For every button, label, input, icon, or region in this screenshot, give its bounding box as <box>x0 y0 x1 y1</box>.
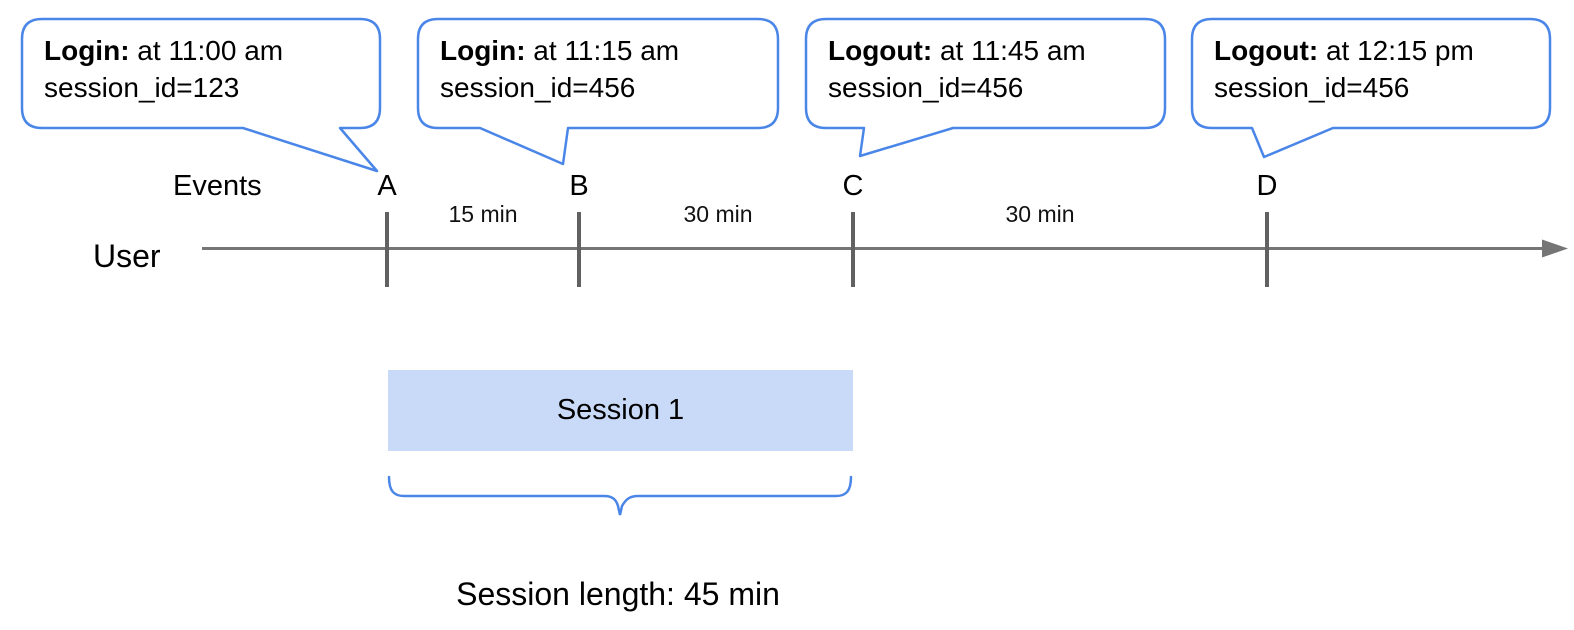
callout-b-event-type: Login: <box>440 35 526 66</box>
event-marker-b: B <box>569 170 589 202</box>
session-length-caption: Session length: 45 min <box>456 576 780 612</box>
callout-d-text: Logout: at 12:15 pm session_id=456 <box>1214 32 1474 106</box>
session-1-label: Session 1 <box>556 394 685 426</box>
callout-bubble-d-shape <box>1190 17 1552 159</box>
callout-d-session-id: session_id=456 <box>1214 72 1410 103</box>
callout-bubble-c-shape <box>804 17 1167 158</box>
callout-b-time: at 11:15 am <box>525 35 680 66</box>
interval-c-d-label: 30 min <box>1005 201 1075 227</box>
interval-b-c-label: 30 min <box>683 201 753 227</box>
callout-d-event-type: Logout: <box>1214 35 1319 66</box>
callout-d-time: at 12:15 pm <box>1318 35 1474 66</box>
callout-b-session-id: session_id=456 <box>440 72 636 103</box>
callout-c-session-id: session_id=456 <box>828 72 1024 103</box>
callout-a-time: at 11:00 am <box>129 35 284 66</box>
callout-c-text: Logout: at 11:45 am session_id=456 <box>828 32 1086 106</box>
callout-a-text: Login: at 11:00 am session_id=123 <box>44 32 283 106</box>
session-length-brace <box>387 475 853 516</box>
callout-c-line1: Logout: at 11:45 am <box>828 32 1086 69</box>
user-row-label: User <box>93 238 161 274</box>
callout-c-time: at 11:45 am <box>932 35 1086 66</box>
interval-a-b-label: 15 min <box>448 201 518 227</box>
callout-c-event-type: Logout: <box>828 35 933 66</box>
callout-bubble-b-shape <box>416 17 780 166</box>
session-1-box: Session 1 <box>388 370 853 451</box>
callout-a-line1: Login: at 11:00 am <box>44 32 283 69</box>
callout-b-line1: Login: at 11:15 am <box>440 32 679 69</box>
timeline-arrowhead-icon <box>1542 239 1568 258</box>
event-marker-a: A <box>377 170 397 202</box>
events-axis-label: Events <box>173 170 262 202</box>
callout-b-text: Login: at 11:15 am session_id=456 <box>440 32 679 106</box>
event-marker-c: C <box>842 170 864 202</box>
callout-a-event-type: Login: <box>44 35 130 66</box>
callout-a-session-id: session_id=123 <box>44 72 240 103</box>
callout-d-line1: Logout: at 12:15 pm <box>1214 32 1474 69</box>
callout-bubble-a-shape <box>20 17 382 173</box>
event-marker-d: D <box>1256 170 1278 202</box>
